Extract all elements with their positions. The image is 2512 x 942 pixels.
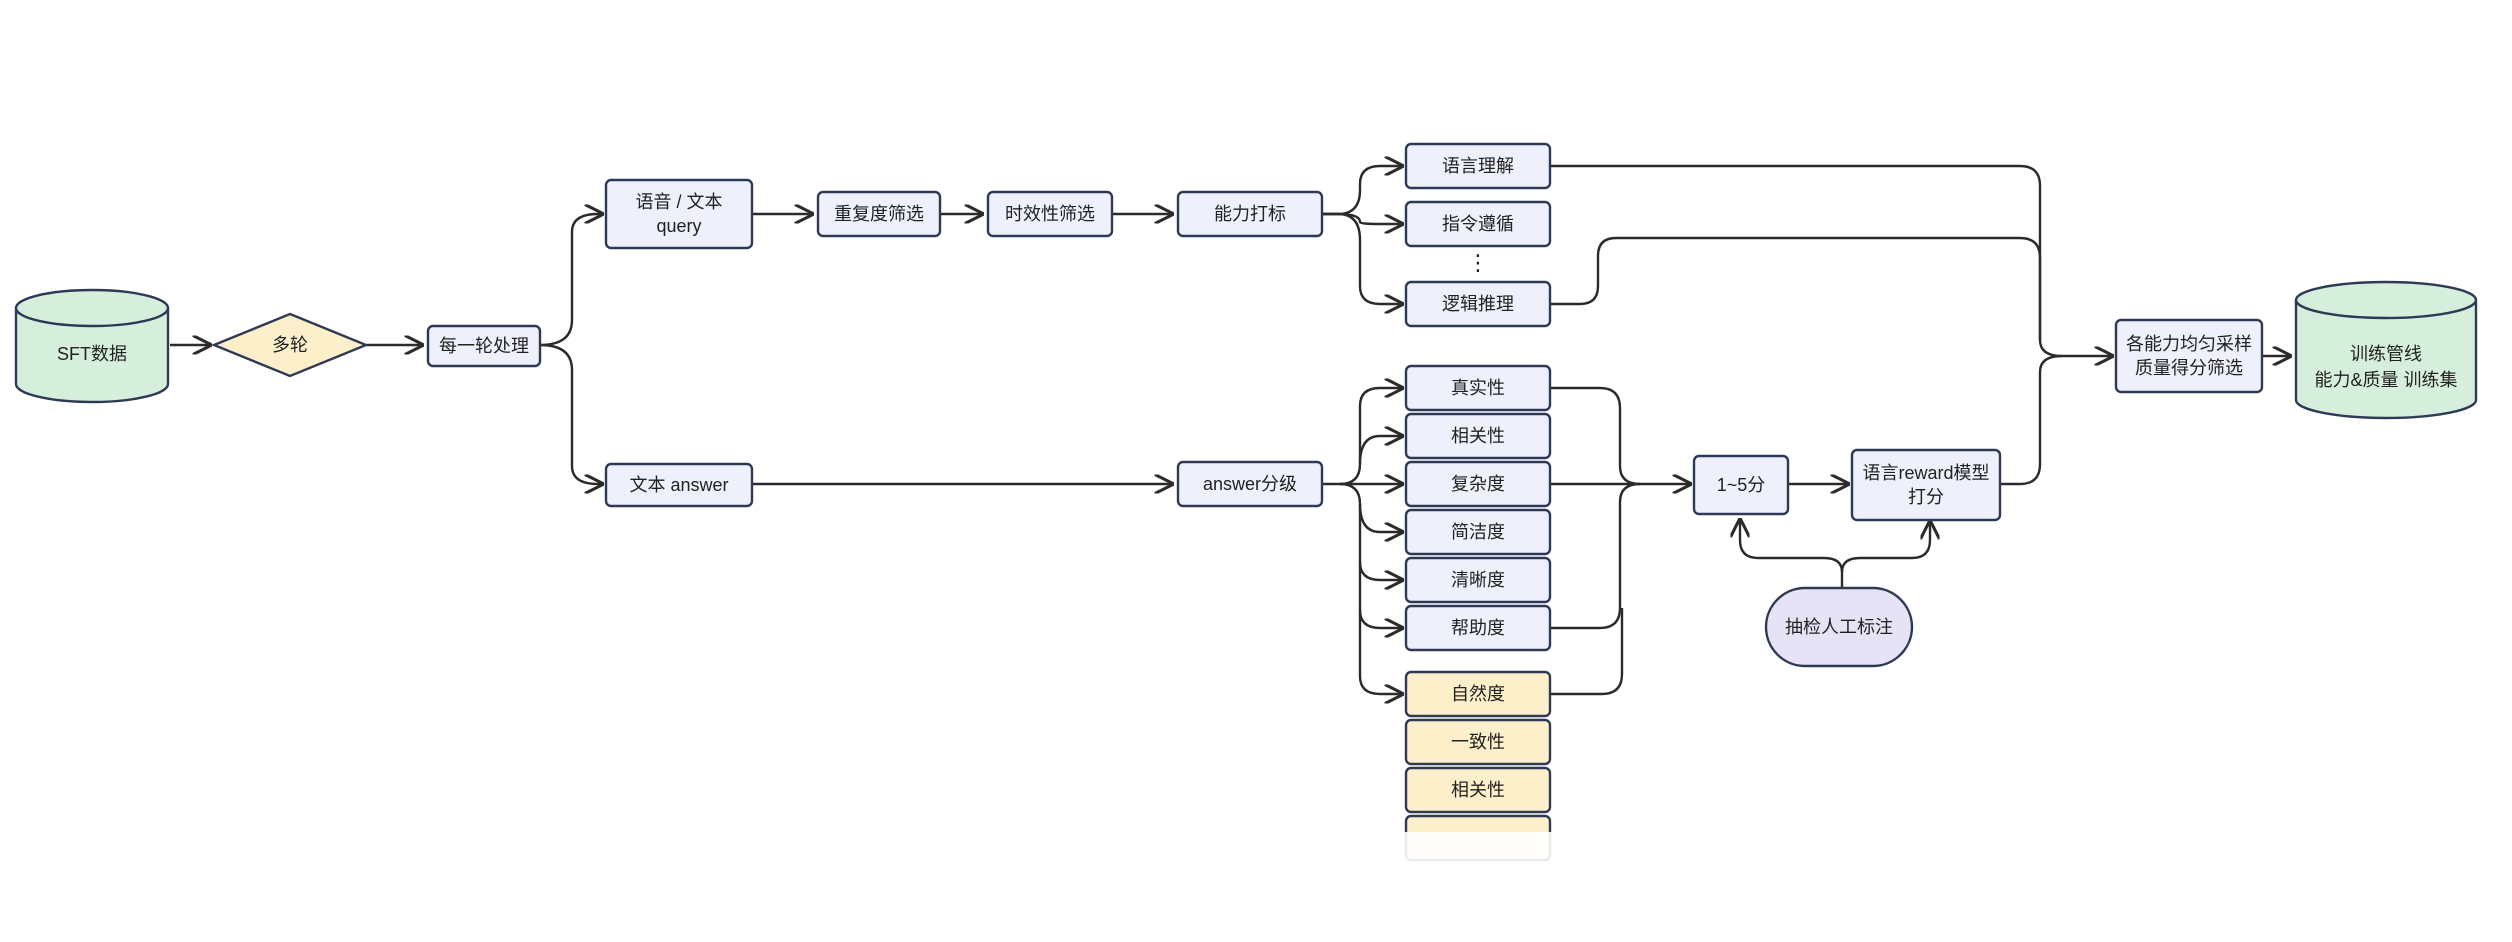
node-train-line2: 能力&质量 训练集 [2314,370,2457,390]
bottom-fade-overlay [980,832,1600,942]
node-dim-relevance: 相关性 [1404,412,1552,460]
node-dim-helpfulness: 帮助度 [1404,604,1552,652]
node-dedup-filter: 重复度筛选 [816,190,942,238]
node-answer-label: 文本 answer [629,475,728,495]
edge-spotcheck-to-reward [1840,522,1930,573]
dim-label: 清晰度 [1451,570,1505,590]
node-instr-label: 指令遵循 [1442,214,1514,234]
edge-grading-to-natural [1358,610,1402,694]
node-text-answer: 文本 answer [604,462,754,508]
edge-grading-to-helpful [1358,562,1402,628]
extra-dimensions: 自然度 一致性 相关性 [1404,670,1552,862]
node-dedup-label: 重复度筛选 [834,204,924,224]
dim-label: 帮助度 [1451,618,1505,638]
dim-label: 自然度 [1451,684,1505,704]
node-reward-model: 语言reward模型 打分 [1850,448,2002,522]
node-language-understanding: 语言理解 [1404,142,1552,190]
node-sampling: 各能力均匀采样 质量得分筛选 [2114,318,2264,394]
node-timeliness-filter: 时效性筛选 [986,190,1114,238]
node-multi-turn-label: 多轮 [272,335,308,355]
node-query-line1: 语音 / 文本 [635,192,722,212]
node-per-turn-label: 每一轮处理 [439,336,529,356]
node-ability-label: 能力打标 [1214,204,1286,224]
node-voice-text-query: 语音 / 文本 query [604,178,754,250]
node-train-set: 训练管线 能力&质量 训练集 [2294,280,2478,420]
edge-natural-to-score [1550,608,1624,696]
ellipsis-marker: ⋮ [1467,250,1489,275]
node-grading-label: answer分级 [1203,474,1297,494]
node-logic-label: 逻辑推理 [1442,294,1514,314]
node-sft-data: SFT数据 [14,288,170,404]
node-reward-line1: 语言reward模型 [1862,463,1989,483]
node-dim-truthfulness: 真实性 [1404,364,1552,412]
edge-helpful-to-score [1550,482,1641,630]
dim-label: 真实性 [1451,378,1505,398]
dim-label: 复杂度 [1451,474,1505,494]
dim-label: 相关性 [1451,780,1505,800]
node-dim-clarity: 清晰度 [1404,556,1552,604]
edge-ability-to-lang [1322,166,1402,216]
dim-label: 相关性 [1451,426,1505,446]
edge-grading-to-concise [1358,503,1402,532]
node-per-turn: 每一轮处理 [426,324,542,368]
node-lang-label: 语言理解 [1442,156,1514,176]
node-multi-turn: 多轮 [210,312,370,378]
node-spot-check: 抽检人工标注 [1764,586,1914,668]
node-query-line2: query [656,216,701,236]
node-sampling-line1: 各能力均匀采样 [2126,334,2252,354]
edge-logic-to-sampling [1550,236,2042,340]
node-reward-line2: 打分 [1908,487,1944,507]
node-sft-label: SFT数据 [57,344,127,364]
node-timeliness-label: 时效性筛选 [1005,204,1095,224]
node-sampling-line2: 质量得分筛选 [2135,358,2243,378]
node-score: 1~5分 [1692,454,1790,516]
node-dim-complexity: 复杂度 [1404,460,1552,508]
node-score-label: 1~5分 [1717,475,1766,495]
node-spot-check-label: 抽检人工标注 [1785,617,1893,637]
edge-ability-to-instr [1322,212,1402,224]
node-logical-reasoning: 逻辑推理 [1404,280,1552,328]
node-train-line1: 训练管线 [2350,344,2422,364]
edge-turn-to-query [539,214,602,347]
node-dim-naturalness: 自然度 [1404,670,1552,718]
dim-label: 一致性 [1451,732,1505,752]
node-ability-tagging: 能力打标 [1176,190,1324,238]
edges [170,166,2290,694]
node-dim-conciseness: 简洁度 [1404,508,1552,556]
dim-label: 简洁度 [1451,522,1505,542]
node-answer-grading: answer分级 [1176,460,1324,508]
edge-ability-to-logic [1322,212,1402,304]
edge-grading-to-clarity [1358,504,1402,580]
edge-lang-to-sampling [1550,164,2112,356]
node-instruction-following: 指令遵循 [1404,200,1552,248]
edge-truth-to-score [1550,386,1641,486]
grading-dimensions: 真实性 相关性 复杂度 简洁度 清晰度 帮助度 [1404,364,1552,652]
edge-grading-to-relevance [1358,436,1402,465]
edge-spotcheck-to-score [1740,520,1844,588]
edge-turn-to-answer [539,343,602,484]
edge-reward-to-sampling [2000,354,2063,486]
node-dim-relevance-2: 相关性 [1404,766,1552,814]
node-dim-consistency: 一致性 [1404,718,1552,766]
